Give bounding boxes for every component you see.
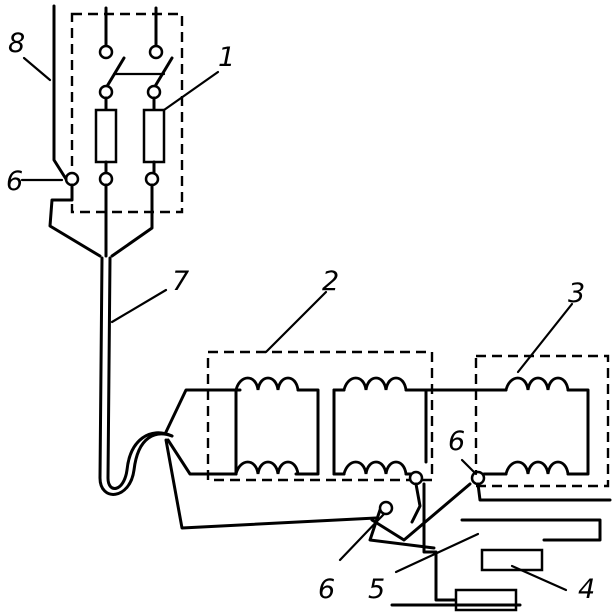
label-4: 4 bbox=[578, 574, 595, 605]
cable-branch-mid bbox=[166, 438, 238, 476]
leader-1 bbox=[162, 70, 220, 112]
motor-3-coil-top bbox=[504, 376, 570, 392]
switch-terminal-top-right bbox=[148, 44, 164, 60]
cable-core-right bbox=[110, 183, 154, 258]
device-4 bbox=[390, 532, 568, 612]
label-7: 7 bbox=[172, 266, 189, 297]
motor-2-boundary bbox=[206, 350, 434, 482]
motor-3-boundary bbox=[474, 354, 610, 488]
label-3: 3 bbox=[568, 278, 585, 309]
switch-panel-boundary bbox=[70, 12, 184, 214]
cable-branch-ground bbox=[164, 438, 378, 530]
ground-conductor bbox=[52, 4, 68, 181]
leader-4 bbox=[510, 564, 568, 592]
leader-8 bbox=[22, 56, 52, 82]
motor-2-ground-terminal bbox=[408, 470, 424, 486]
feed-to-4 bbox=[422, 482, 458, 602]
leader-3 bbox=[516, 302, 574, 374]
fuse-right bbox=[142, 108, 166, 164]
switch-terminal-mid-left bbox=[98, 84, 114, 100]
output-terminal-left bbox=[98, 171, 114, 187]
motor-3 bbox=[470, 354, 612, 502]
motor-2-left-return bbox=[294, 388, 320, 476]
ground-lead-bottom bbox=[368, 508, 436, 550]
leader-2 bbox=[264, 290, 328, 354]
motor-3-ground-terminal bbox=[470, 470, 486, 486]
cable-run bbox=[98, 256, 174, 496]
label-2: 2 bbox=[322, 266, 339, 297]
leader-6-bottom-right bbox=[460, 458, 478, 476]
cable-branch-top bbox=[164, 388, 242, 434]
cable-core-ground bbox=[48, 183, 102, 258]
leader-7 bbox=[110, 288, 168, 324]
leader-5 bbox=[394, 532, 480, 574]
device-4-upper-box bbox=[480, 548, 544, 572]
leader-6-bottom-left bbox=[338, 512, 386, 562]
ground-terminal-bottom bbox=[378, 500, 394, 516]
label-8: 8 bbox=[8, 28, 25, 59]
label-5: 5 bbox=[368, 574, 385, 605]
feed-right-loop bbox=[460, 518, 602, 542]
flexible-cable bbox=[48, 183, 174, 496]
motor-3-ground-line bbox=[476, 482, 612, 502]
switch-terminal-top-left bbox=[98, 44, 114, 60]
motor-2-coil-top-left bbox=[234, 376, 300, 392]
motor-2-right-links bbox=[332, 388, 428, 464]
ground-link-3 bbox=[370, 482, 472, 542]
fuse-left bbox=[94, 108, 118, 164]
motor-3-right-side bbox=[566, 388, 590, 476]
motor-2 bbox=[206, 350, 434, 524]
ground-terminal-top bbox=[64, 171, 80, 187]
switch-panel bbox=[64, 6, 184, 214]
motor-3-coil-bottom bbox=[504, 460, 570, 476]
label-6-bottom-left: 6 bbox=[318, 574, 335, 605]
device-4-lower-box bbox=[454, 588, 518, 612]
label-1: 1 bbox=[218, 42, 235, 73]
switch-terminal-mid-right bbox=[146, 84, 162, 100]
cable-run-inner bbox=[106, 256, 174, 490]
output-terminal-right bbox=[144, 171, 160, 187]
motor-2-coil-bottom-right bbox=[342, 460, 408, 476]
motor-2-ground-lead bbox=[410, 482, 422, 524]
motor-2-coil-top-right bbox=[342, 376, 408, 392]
label-6-bottom-right: 6 bbox=[448, 426, 465, 457]
motor-2-coil-bottom-left bbox=[234, 460, 300, 476]
label-6-top: 6 bbox=[6, 166, 23, 197]
